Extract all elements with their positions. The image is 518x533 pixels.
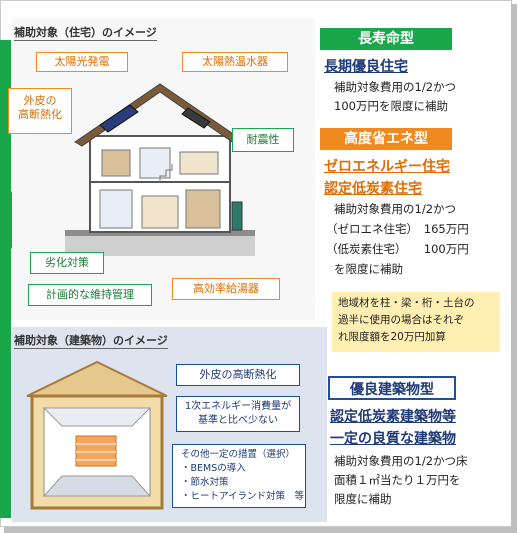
heading-low-carbon-housing: 認定低炭素住宅 [324,181,422,197]
label-insulation-line2: 高断熱化 [18,108,62,122]
desc-energy-line1: 補助対象費用の1/2かつ [334,202,457,216]
heading-long-life-housing: 長期優良住宅 [324,59,408,75]
building-illustration [26,360,168,510]
label-solar-water-heater: 太陽熱温水器 [182,52,288,72]
label-building-insulation: 外皮の高断熱化 [176,364,300,386]
tag-energy-saving: 高度省エネ型 [320,128,452,150]
frame-shadow-right [511,4,517,532]
green-side-bar [0,40,11,518]
label-primary-energy-line1: 1次エネルギー消費量が [184,401,292,412]
label-earthquake: 耐震性 [232,128,294,152]
label-other-measures: その他一定の措置（選択） ・BEMSの導入 ・節水対策 ・ヒートアイランド対策 … [172,444,306,508]
house-illustration [65,83,255,256]
heading-zero-energy: ゼロエネルギー住宅 [324,159,450,175]
desc-energy-line4: を限度に補助 [334,262,403,276]
label-other-measures-title: その他一定の措置（選択） [181,449,296,460]
label-insulation: 外皮の 高断熱化 [8,88,72,134]
heading-low-carbon-building: 認定低炭素建築物等 [330,409,456,425]
label-deterioration: 劣化対策 [30,252,104,274]
label-water-heater: 高効率給湯器 [172,278,280,300]
label-insulation-line1: 外皮の [23,94,57,107]
label-solar-power: 太陽光発電 [36,52,128,72]
note-line1: 地域材を柱・梁・桁・土台の [338,297,475,309]
tag-quality-building: 優良建築物型 [328,376,456,400]
label-other-item-1: ・BEMSの導入 [181,463,246,474]
desc-energy-line3: （低炭素住宅） 100万円 [326,242,469,256]
heading-quality-building: 一定の良質な建築物 [330,431,456,447]
label-maintenance: 計画的な維持管理 [28,284,152,306]
desc-building-line1: 補助対象費用の1/2かつ床 [334,454,468,468]
tag-long-life: 長寿命型 [320,28,452,50]
label-primary-energy-line2: 基準と比べ少ない [198,414,278,426]
label-other-item-2: ・節水対策 [181,477,229,488]
frame-shadow-bottom [4,527,517,533]
building-panel-title: 補助対象（建築物）のイメージ [14,334,168,349]
desc-energy-line2: （ゼロエネ住宅） 165万円 [326,222,469,236]
house-panel-title: 補助対象（住宅）のイメージ [14,26,157,41]
desc-building-line2: 面積１㎡当たり１万円を [334,473,461,487]
desc-long-life-line2: 100万円を限度に補助 [334,99,448,113]
note-local-wood: 地域材を柱・梁・桁・土台の 過半に使用の場合はそれぞ れ限度額を20万円加算 [332,292,500,352]
label-other-item-3: ・ヒートアイランド対策 等 [181,491,305,502]
note-line3: れ限度額を20万円加算 [338,331,446,343]
desc-long-life-line1: 補助対象費用の1/2かつ [334,80,457,94]
label-primary-energy: 1次エネルギー消費量が 基準と比べ少ない [176,396,300,432]
desc-building-line3: 限度に補助 [334,492,392,506]
note-line2: 過半に使用の場合はそれぞ [338,314,464,326]
